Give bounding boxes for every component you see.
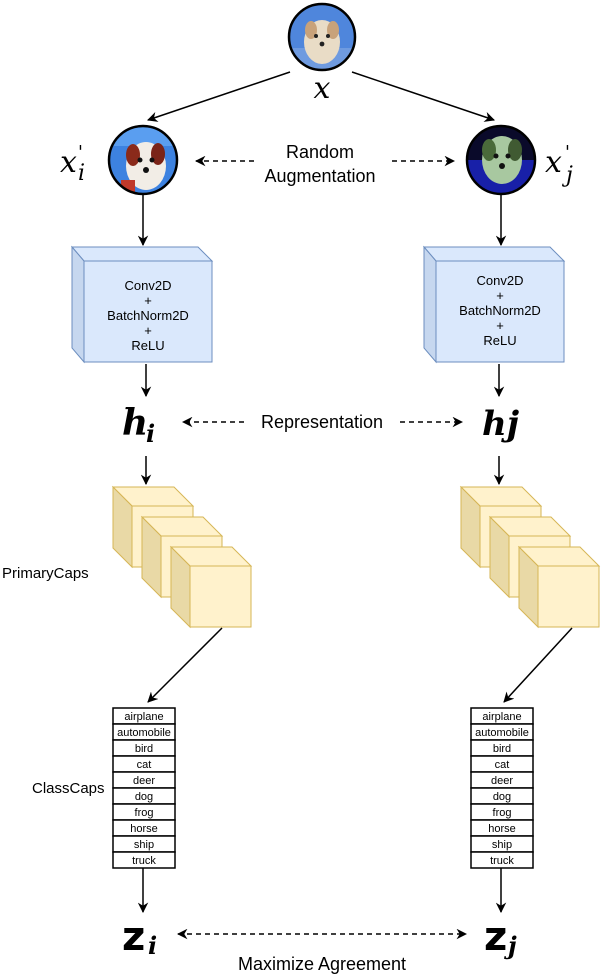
left-conv-block: Conv2D + BatchNorm2D + ReLU [70, 245, 214, 364]
svg-text:i: i [146, 419, 155, 448]
class-label: horse [130, 823, 158, 835]
right-classcaps-row-ship: ship [470, 835, 534, 853]
left-classcaps-row-horse: horse [112, 819, 176, 837]
svg-text:j: j [504, 931, 517, 960]
primarycaps-label: PrimaryCaps [2, 565, 89, 582]
svg-text:j: j [561, 163, 573, 188]
svg-text:i: i [148, 931, 157, 960]
svg-text:z: z [122, 914, 145, 960]
svg-text:ReLU: ReLU [131, 338, 164, 353]
svg-text:': ' [78, 142, 83, 163]
left-classcaps-row-frog: frog [112, 803, 176, 821]
svg-text:i: i [78, 161, 85, 186]
class-label: cat [495, 759, 510, 771]
left-z-label: z i [122, 914, 157, 960]
class-label: frog [135, 807, 154, 819]
classcaps-label: ClassCaps [32, 780, 105, 797]
left-augmented-image [107, 124, 179, 196]
right-classcaps-row-truck: truck [470, 851, 534, 869]
svg-text:x: x [545, 145, 562, 180]
right-capsule-cube-3 [517, 545, 601, 629]
svg-text:+: + [496, 288, 504, 303]
class-label: truck [132, 855, 156, 867]
left-classcaps-row-deer: deer [112, 771, 176, 789]
svg-text:+: + [144, 293, 152, 308]
right-view-label: x ' j [545, 142, 573, 188]
left-classcaps-row-ship: ship [112, 835, 176, 853]
class-label: cat [137, 759, 152, 771]
right-primarycaps [459, 485, 601, 629]
class-label: frog [493, 807, 512, 819]
class-label: ship [492, 839, 512, 851]
left-classcaps-row-automobile: automobile [112, 723, 176, 741]
left-classcaps-row-truck: truck [112, 851, 176, 869]
class-label: dog [135, 791, 153, 803]
class-label: truck [490, 855, 514, 867]
left-classcaps-table: airplane automobile bird cat deer dog frog hors… [112, 707, 176, 869]
svg-text:x: x [60, 145, 77, 180]
svg-text:': ' [565, 142, 570, 163]
left-view-label: x ' i [60, 142, 85, 186]
arrow-x-to-left-view [147, 71, 291, 122]
right-classcaps-row-horse: horse [470, 819, 534, 837]
right-h-label: hj [482, 404, 520, 444]
right-classcaps-table: airplane automobile bird cat deer dog frog hors… [470, 707, 534, 869]
class-label: bird [493, 743, 511, 755]
right-classcaps-row-cat: cat [470, 755, 534, 773]
right-classcaps-row-airplane: airplane [470, 707, 534, 725]
arrow-right-primary-to-classcaps [503, 627, 573, 703]
left-classcaps-row-airplane: airplane [112, 707, 176, 725]
svg-text:+: + [496, 318, 504, 333]
agreement-label: Maximize Agreement [238, 954, 406, 974]
right-classcaps-row-frog: frog [470, 803, 534, 821]
class-label: deer [491, 775, 513, 787]
left-h-label: h i [122, 402, 155, 448]
input-symbol: x [314, 71, 331, 106]
classcaps-cell [112, 851, 176, 869]
right-classcaps-row-dog: dog [470, 787, 534, 805]
left-classcaps-row-cat: cat [112, 755, 176, 773]
class-label: ship [134, 839, 154, 851]
svg-text:h: h [122, 402, 148, 444]
class-label: horse [488, 823, 516, 835]
right-classcaps-row-bird: bird [470, 739, 534, 757]
input-image [287, 2, 357, 72]
right-z-label: z j [484, 914, 517, 960]
svg-text:hj: hj [482, 404, 520, 444]
class-label: automobile [475, 727, 529, 739]
left-classcaps-row-dog: dog [112, 787, 176, 805]
svg-text:BatchNorm2D: BatchNorm2D [459, 303, 541, 318]
augmentation-label-line1: Random [286, 142, 354, 162]
right-conv-block: Conv2D + BatchNorm2D + ReLU [422, 245, 566, 364]
svg-text:ReLU: ReLU [483, 333, 516, 348]
svg-text:z: z [484, 914, 507, 960]
class-label: airplane [482, 711, 521, 723]
right-classcaps-row-deer: deer [470, 771, 534, 789]
svg-text:Conv2D: Conv2D [125, 278, 172, 293]
arrow-left-primary-to-classcaps [147, 627, 223, 703]
augmentation-label-line2: Augmentation [264, 166, 375, 186]
arrow-x-to-right-view [351, 71, 495, 122]
right-augmented-image [465, 124, 537, 196]
class-label: deer [133, 775, 155, 787]
class-label: dog [493, 791, 511, 803]
class-label: automobile [117, 727, 171, 739]
representation-label: Representation [261, 412, 383, 432]
left-classcaps-row-bird: bird [112, 739, 176, 757]
svg-text:Conv2D: Conv2D [477, 273, 524, 288]
class-label: bird [135, 743, 153, 755]
svg-text:+: + [144, 323, 152, 338]
left-capsule-cube-3 [169, 545, 253, 629]
left-primarycaps [111, 485, 253, 629]
right-classcaps-row-automobile: automobile [470, 723, 534, 741]
svg-text:BatchNorm2D: BatchNorm2D [107, 308, 189, 323]
classcaps-cell [470, 851, 534, 869]
class-label: airplane [124, 711, 163, 723]
